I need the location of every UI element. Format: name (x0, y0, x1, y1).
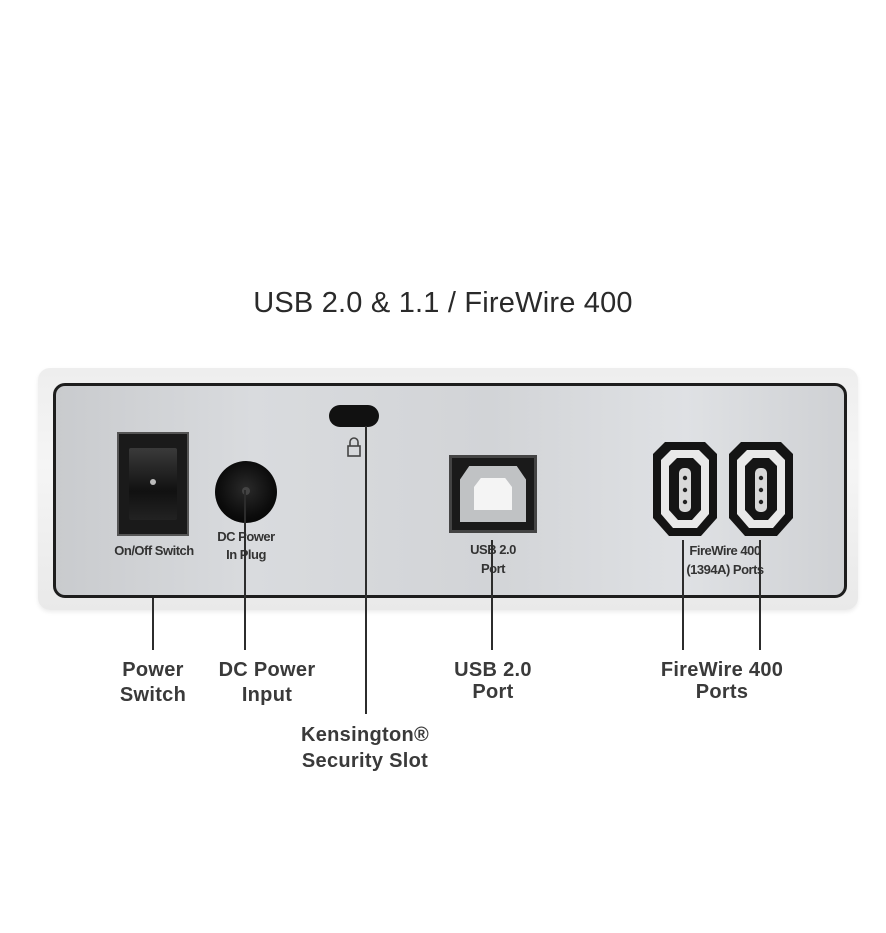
dc-power-jack-pin (242, 487, 250, 495)
power-switch-panel-label: On/Off Switch (114, 543, 194, 558)
usb-callout-line2: Port (472, 681, 514, 703)
usb-b-port (449, 455, 537, 533)
firewire-callout-line1: FireWire 400 (660, 659, 784, 681)
lock-icon (347, 437, 361, 457)
firewire-panel-label-line1: FireWire 400 (689, 543, 761, 558)
power-switch-callout-line1: Power (122, 659, 184, 681)
dc-input-leader-line (244, 490, 246, 650)
power-switch-callout-line2: Switch (119, 684, 187, 706)
kensington-leader-line (365, 426, 367, 714)
firewire-leader-line-1 (682, 540, 684, 650)
power-switch-indicator (150, 479, 156, 485)
diagram-title: USB 2.0 & 1.1 / FireWire 400 (253, 287, 633, 319)
dc-plug-panel-label-line1: DC Power (217, 529, 275, 544)
firewire-callout-line2: Ports (695, 681, 749, 703)
kensington-slot (329, 405, 379, 427)
dc-plug-panel-label-line2: In Plug (226, 547, 266, 562)
dc-input-callout-line1: DC Power (218, 659, 316, 681)
dc-power-jack (215, 461, 277, 523)
usb-panel-label-line2: Port (481, 561, 506, 576)
usb-leader-line (491, 540, 493, 650)
dc-input-callout-line2: Input (241, 684, 293, 706)
power-switch (117, 432, 189, 536)
firewire-port-1 (653, 442, 717, 536)
firewire-leader-line-2 (759, 540, 761, 650)
usb-callout-line1: USB 2.0 (454, 659, 532, 681)
power-switch-leader-line (152, 598, 154, 650)
usb-panel-label-line1: USB 2.0 (470, 542, 516, 557)
kensington-callout-line2: Security Slot (301, 750, 429, 772)
usb-b-port-tongue (474, 478, 512, 510)
firewire-panel-label-line2: (1394A) Ports (686, 562, 764, 577)
kensington-callout-line1: Kensington® (300, 724, 430, 746)
firewire-port-2 (729, 442, 793, 536)
